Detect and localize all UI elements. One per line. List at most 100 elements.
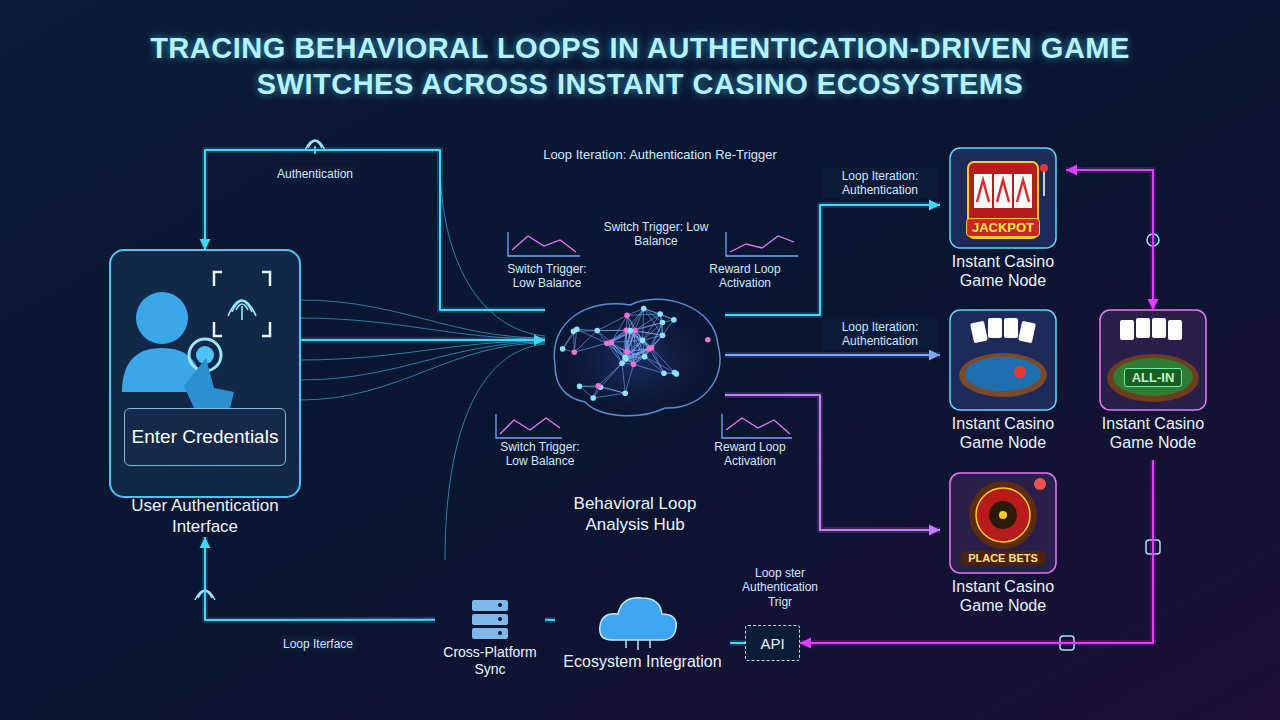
neural-link	[644, 309, 674, 320]
neural-dot	[671, 317, 677, 323]
neural-link	[625, 331, 630, 358]
node-text: Instant Casino Game Node	[940, 414, 1066, 460]
neural-link	[611, 340, 642, 342]
neural-link	[598, 363, 622, 385]
panel-frame	[110, 250, 300, 497]
neural-link	[597, 315, 627, 330]
neural-dot	[631, 362, 637, 368]
neural-dot	[657, 311, 663, 317]
connector-glow	[205, 537, 435, 620]
node-text: PLACE BETS	[961, 551, 1045, 565]
slot-machine	[950, 148, 1056, 248]
edge-label: Loop Iterface	[280, 636, 356, 652]
neural-dot	[642, 354, 648, 360]
node-text: Cross-Platform Sync	[435, 644, 545, 682]
brain-outline	[554, 299, 720, 415]
connector	[545, 619, 555, 621]
neural-link	[563, 329, 577, 349]
connector	[725, 354, 940, 356]
node-text: API	[746, 626, 799, 660]
node-text: Instant Casino Game Node	[940, 252, 1066, 298]
arrowhead	[1066, 165, 1077, 176]
neural-dot	[590, 395, 596, 401]
neural-link	[643, 335, 663, 340]
annotation: Reward Loop Activation	[700, 440, 800, 469]
node-text: User Authentication Interface	[110, 496, 300, 537]
neural-link	[630, 331, 651, 348]
connector-glow	[725, 205, 940, 315]
connector	[300, 339, 545, 341]
neural-dot	[619, 360, 625, 366]
connector-glow	[545, 617, 555, 623]
neural-dot	[577, 384, 583, 390]
connector	[205, 537, 435, 620]
neural-link	[580, 385, 599, 387]
arrowhead	[929, 525, 940, 536]
neural-link	[651, 348, 674, 373]
neural-link	[644, 309, 663, 336]
annotation: Loop Iteration: Authentication Re-Trigge…	[530, 147, 790, 163]
connector-glow	[1066, 170, 1153, 310]
neural-link	[625, 364, 633, 393]
neural-link	[622, 363, 625, 393]
neural-dot	[660, 332, 666, 338]
neural-dot	[705, 337, 711, 343]
data-stream	[300, 160, 545, 560]
sync-server: Cross-Platform Sync	[435, 598, 545, 682]
neural-dot	[622, 390, 628, 396]
edge-label: Loop Iteration: Authentication	[822, 168, 938, 199]
neural-link	[630, 309, 643, 331]
node-text: Instant Casino Game Node	[1090, 414, 1216, 460]
neural-dot	[640, 338, 646, 344]
neural-dot	[641, 306, 647, 312]
neural-link	[651, 348, 663, 373]
server-icon	[472, 600, 508, 639]
brain-glow	[540, 292, 730, 428]
neural-dot	[624, 313, 630, 319]
connector	[205, 150, 545, 310]
neural-dot	[604, 340, 610, 346]
arrowhead	[200, 537, 211, 548]
game-node: Instant Casino Game Node	[940, 310, 1066, 460]
node-text: JACKPOT	[966, 218, 1040, 237]
neural-dot	[624, 349, 630, 355]
annotation: Switch Trigger: Low Balance	[490, 440, 590, 469]
neural-dot	[574, 326, 580, 332]
title: TRACING BEHAVIORAL LOOPS IN AUTHENTICATI…	[90, 30, 1190, 103]
connector	[730, 642, 745, 644]
neural-dot	[661, 370, 667, 376]
neural-link	[577, 329, 607, 343]
analysis-hub: Behavioral Loop Analysis Hub	[545, 300, 725, 535]
neural-link	[627, 331, 630, 352]
user-figure	[122, 272, 270, 408]
connector-glow	[300, 337, 545, 343]
mini-chart	[496, 232, 798, 438]
neural-link	[607, 343, 625, 357]
neural-link	[593, 393, 625, 398]
neural-link	[644, 309, 663, 323]
node-text: Ecosystem Integration	[555, 652, 730, 688]
connector	[725, 205, 940, 315]
node-text: Instant Casino Game Node	[940, 577, 1066, 623]
neural-dot	[560, 346, 566, 352]
node-text: Enter Credentials	[125, 409, 285, 465]
annotation: Reward Loop Activation	[695, 262, 795, 291]
annotation: Switch Trigger: Low Balance	[600, 220, 712, 249]
connector	[1066, 170, 1153, 310]
neural-link	[649, 349, 664, 374]
neural-link	[622, 331, 630, 364]
roulette-wheel	[950, 473, 1056, 573]
neural-network	[560, 306, 711, 401]
poker-table	[950, 310, 1056, 410]
connector-glow	[730, 640, 745, 646]
cloud-icon	[600, 598, 676, 650]
neural-dot	[594, 328, 600, 334]
api-box: API	[745, 625, 800, 661]
neural-dot	[649, 345, 655, 351]
neural-link	[643, 309, 644, 341]
neural-dot	[660, 320, 666, 326]
game-node: JACKPOT Instant Casino Game Node	[940, 148, 1066, 298]
